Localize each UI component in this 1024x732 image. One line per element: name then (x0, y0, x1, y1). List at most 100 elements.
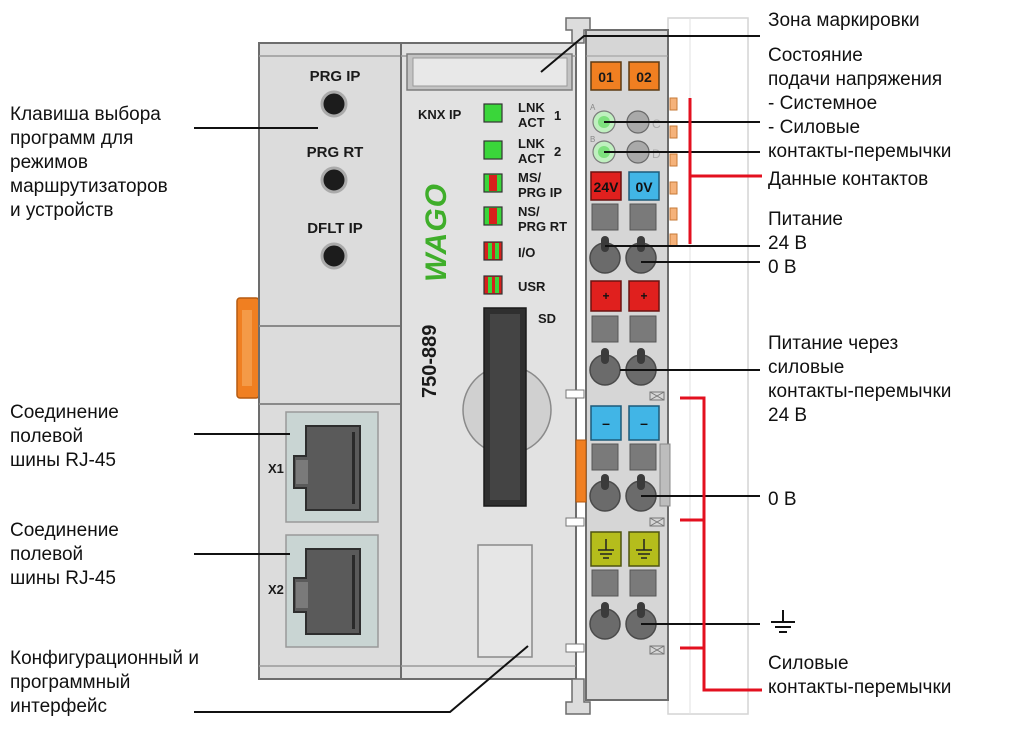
clamp-plus-1[interactable] (589, 348, 621, 386)
svg-text:750-889: 750-889 (419, 325, 441, 398)
rj45-port-x1[interactable] (285, 411, 379, 523)
label-program-key: Клавиша выбора программ для режимов марш… (10, 103, 168, 223)
led-label-usr: USR (518, 279, 546, 294)
led-label-ms-b: PRG IP (518, 185, 562, 200)
tab-ground-1 (590, 531, 622, 567)
led-label-ms-a: MS/ (518, 170, 542, 185)
letter-a: A (590, 103, 596, 112)
led-label-lnk2-a: LNK (518, 136, 545, 151)
label-program-key-line5: и устройств (10, 200, 114, 221)
side-orange-clip (575, 439, 587, 503)
label-power-jumpers-bottom: Силовые контакты-перемычки (768, 652, 951, 700)
tab-minus-1: – (590, 405, 622, 441)
label-rj45-2: Соединение полевой шины RJ-45 (10, 519, 119, 591)
x1-label: X1 (268, 461, 284, 476)
prg-ip-label: PRG IP (310, 68, 361, 85)
led-label-lnk1-a: LNK (518, 100, 545, 115)
label-rj45-2-line2: полевой (10, 544, 84, 565)
label-supply-status-line1: Состояние (768, 45, 863, 66)
label-power-jumper-line3: контакты-перемычки (768, 381, 952, 402)
label-supply-status-line4: - Силовые (768, 117, 861, 138)
label-power-jumper: Питание через силовые контакты-перемычки… (768, 332, 951, 428)
label-supply-status-line3: - Системное (768, 93, 878, 114)
clamp-ground-1[interactable] (589, 602, 621, 640)
label-rj45-1-line2: полевой (10, 426, 84, 447)
label-power-jumper-line2: силовые (768, 357, 845, 378)
tab-24v: 24V (590, 171, 622, 201)
led-ms-prg-ip (483, 173, 503, 193)
led-label-io: I/O (518, 245, 535, 260)
led-ns-prg-rt (483, 206, 503, 226)
led-lnk-act-1 (483, 103, 503, 123)
letter-d: D (652, 147, 661, 161)
label-program-key-line1: Клавиша выбора (10, 104, 161, 125)
label-program-key-line2: программ для (10, 128, 134, 149)
model-number: 750-889 (419, 325, 441, 398)
tab-minus-2: – (628, 405, 660, 441)
label-power-jumper-line4: 24 В (768, 405, 808, 426)
prg-ip-button[interactable] (320, 90, 348, 118)
config-interface-cover[interactable] (477, 544, 533, 658)
svg-text:+: + (640, 289, 647, 303)
label-config-interface-line3: интерфейс (10, 696, 108, 717)
label-rj45-2-line3: шины RJ-45 (10, 568, 116, 589)
ground-symbol (771, 610, 795, 633)
svg-text:0V: 0V (635, 179, 653, 195)
tab-ground-2 (628, 531, 660, 567)
led-lnk-act-2 (483, 140, 503, 160)
svg-text:WAGO: WAGO (420, 183, 453, 282)
led-label-lnk2-num: 2 (554, 144, 561, 159)
svg-text:–: – (640, 415, 648, 431)
led-label-lnk1-num: 1 (554, 108, 561, 123)
svg-text:–: – (602, 415, 610, 431)
label-rj45-2-line1: Соединение (10, 520, 119, 541)
jumper-contacts-top (669, 97, 678, 247)
label-config-interface-line1: Конфигурационный и (10, 648, 199, 669)
tab-plus-2: + (628, 280, 660, 312)
label-config-interface-line2: программный (10, 672, 131, 693)
label-marking-zone: Зона маркировки (768, 10, 920, 31)
sd-label: SD (538, 311, 556, 326)
led-io (483, 241, 503, 261)
label-power-24v-line2: 24 В (768, 233, 808, 254)
led-usr (483, 275, 503, 295)
label-contact-data: Данные контактов (768, 169, 929, 190)
clamp-0v-1[interactable] (625, 236, 657, 274)
label-program-key-line4: маршрутизаторов (10, 176, 168, 197)
label-supply-status-line5: контакты-перемычки (768, 141, 952, 162)
led-label-lnk2-b: ACT (518, 151, 545, 166)
marker-tab-01: 01 (590, 61, 622, 91)
label-power-jumpers-bottom-line2: контакты-перемычки (768, 677, 952, 698)
label-rj45-1-line1: Соединение (10, 402, 119, 423)
led-label-lnk1-b: ACT (518, 115, 545, 130)
clamp-24v-1[interactable] (589, 236, 621, 274)
red-brackets (680, 98, 762, 692)
label-supply-status-line2: подачи напряжения (768, 69, 943, 90)
clamp-minus-1[interactable] (589, 474, 621, 512)
svg-text:01: 01 (598, 69, 614, 85)
prg-rt-button[interactable] (320, 166, 348, 194)
label-rj45-1: Соединение полевой шины RJ-45 (10, 401, 119, 473)
svg-text:24V: 24V (594, 179, 620, 195)
rj45-port-x2[interactable] (285, 534, 379, 648)
label-power-24v-line1: Питание (768, 209, 843, 230)
label-power-jumpers-bottom-line1: Силовые (768, 653, 849, 674)
label-program-key-line3: режимов (10, 152, 88, 173)
wago-logo: WAGO (420, 183, 453, 282)
dflt-ip-label: DFLT IP (307, 220, 363, 237)
leader-lines (194, 35, 760, 713)
tab-0v: 0V (628, 171, 660, 201)
letter-b: B (590, 135, 595, 144)
marker-tab-02: 02 (628, 61, 660, 91)
label-zero-v-1: 0 В (768, 257, 797, 278)
label-rj45-1-line3: шины RJ-45 (10, 450, 116, 471)
label-supply-status: Состояние подачи напряжения - Системное … (768, 44, 951, 164)
led-label-ns-b: PRG RT (518, 219, 567, 234)
x2-label: X2 (268, 582, 284, 597)
label-zero-v-2: 0 В (768, 489, 797, 510)
svg-text:02: 02 (636, 69, 652, 85)
dflt-ip-button[interactable] (320, 242, 348, 270)
tab-plus-1: + (590, 280, 622, 312)
label-config-interface: Конфигурационный и программный интерфейс (10, 647, 199, 719)
